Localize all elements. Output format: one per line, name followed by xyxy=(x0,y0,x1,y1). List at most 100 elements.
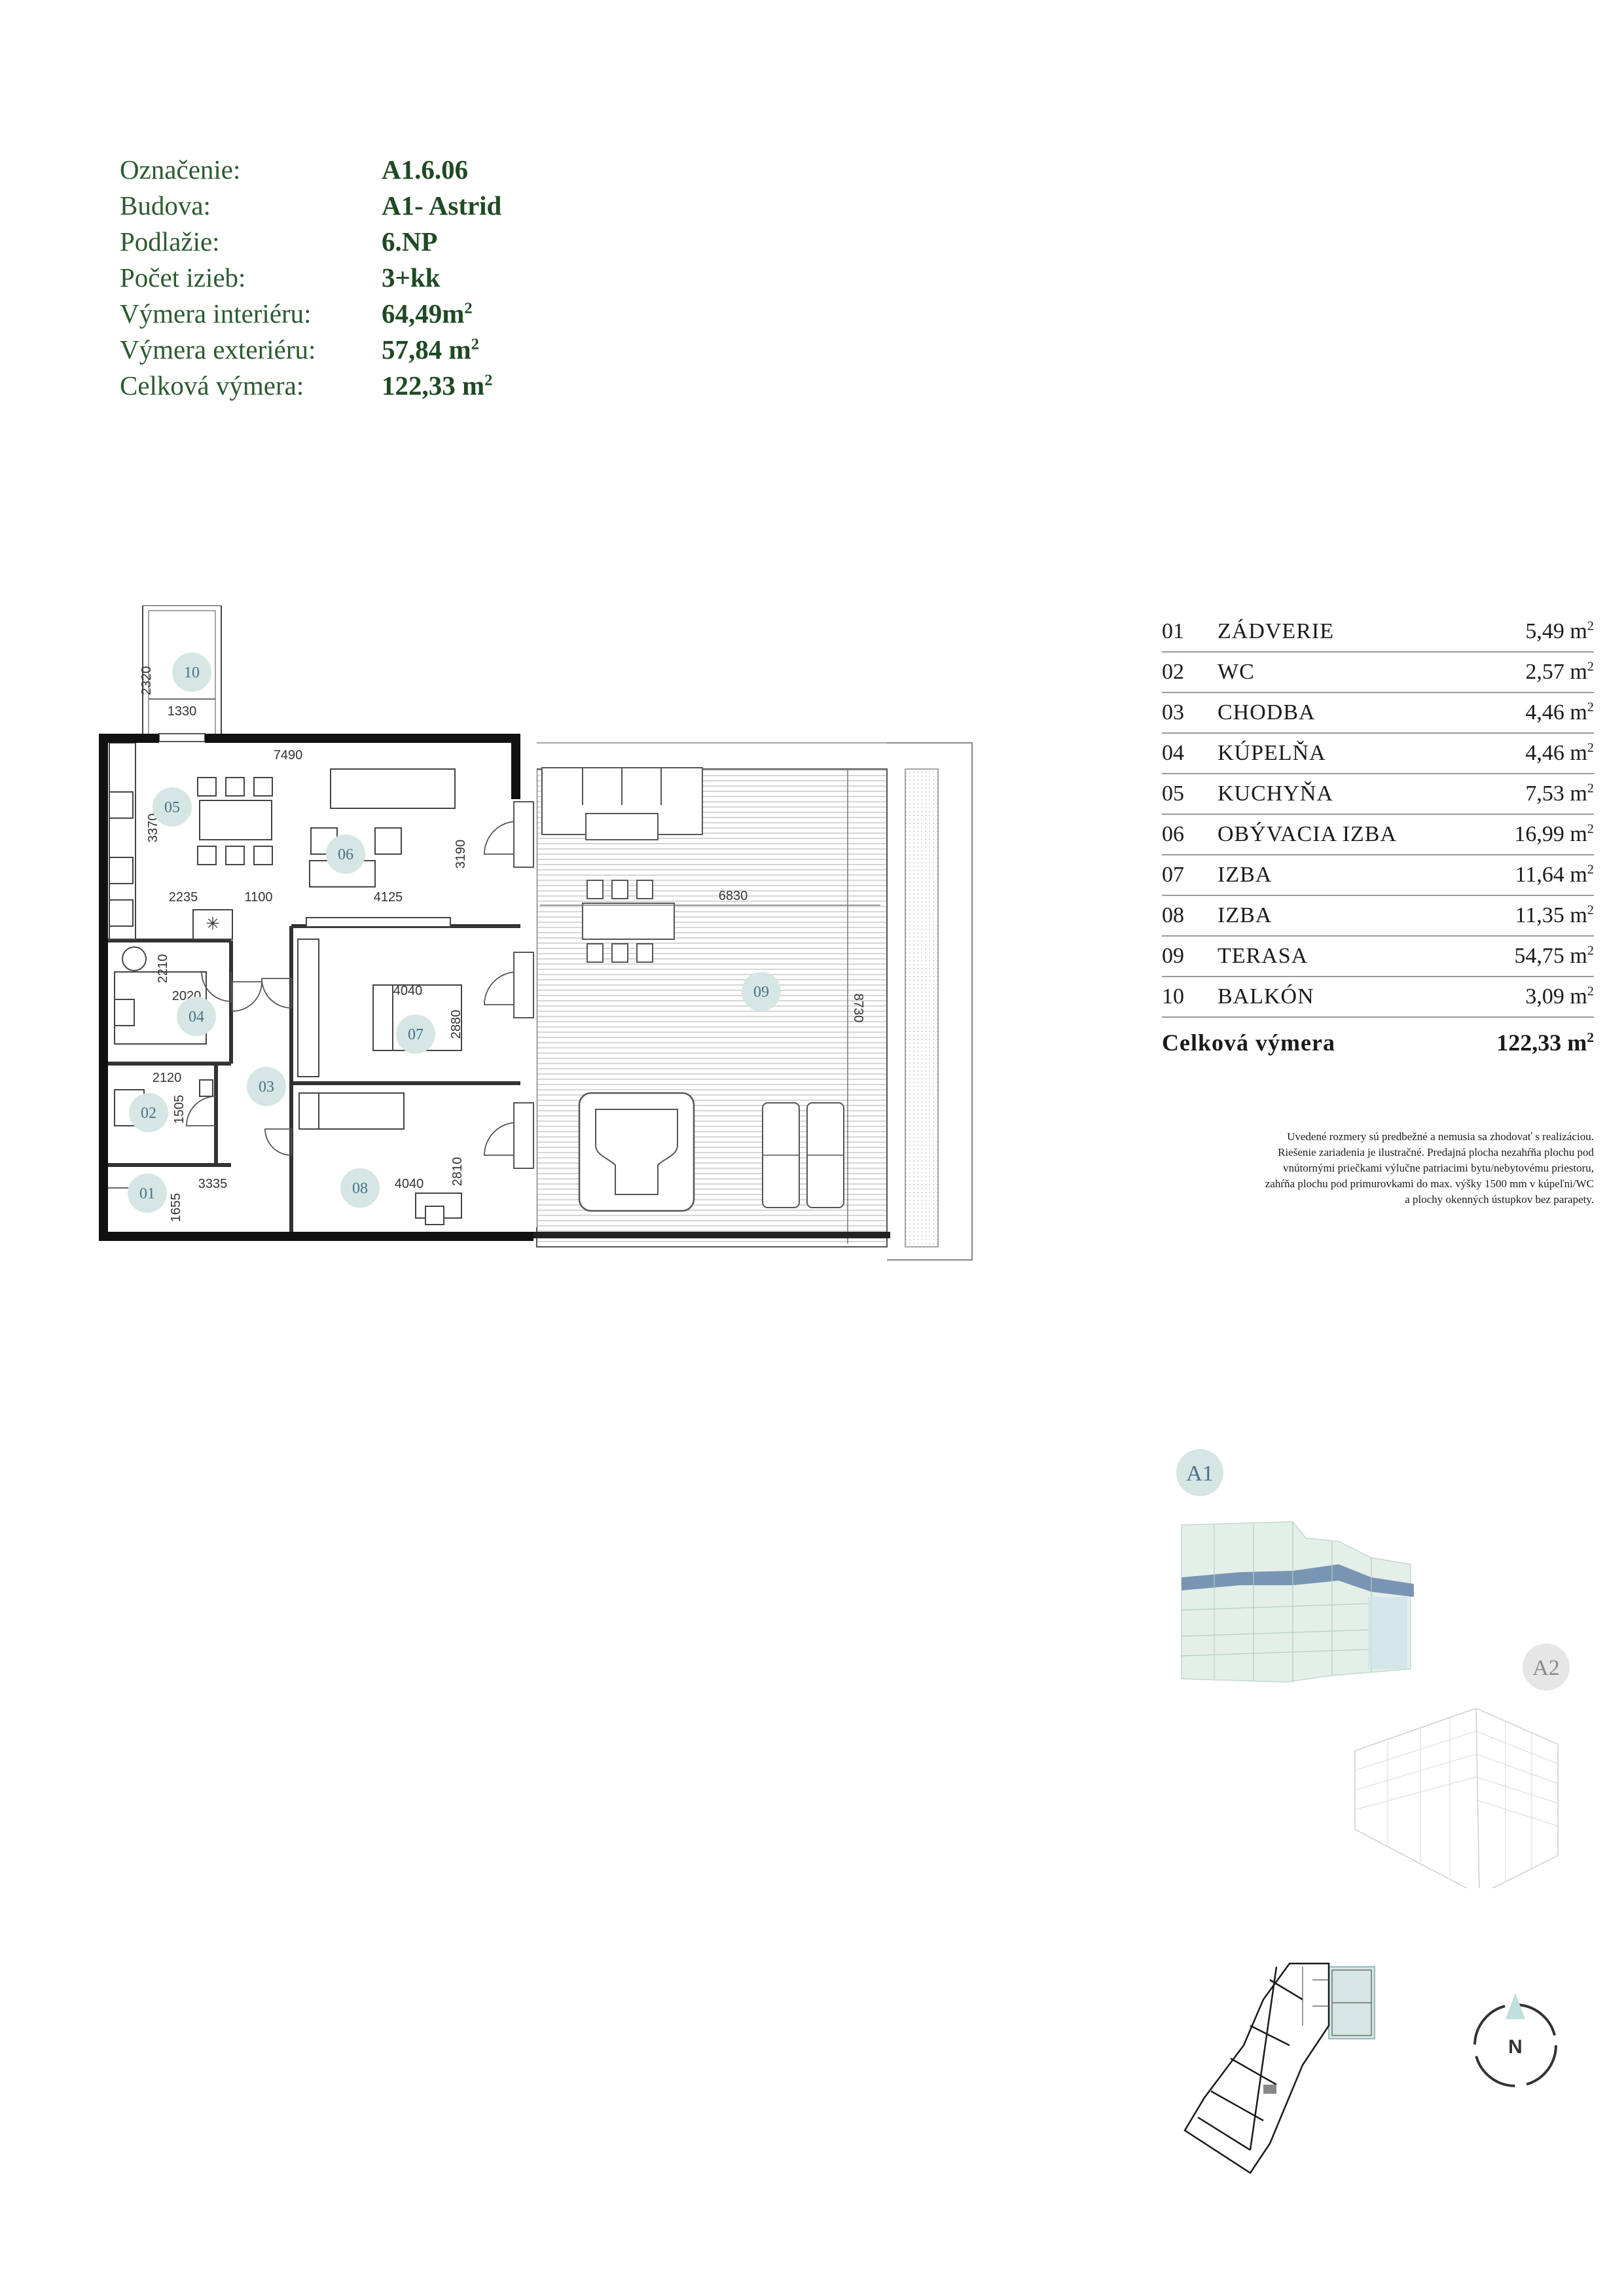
info-value-text: 57,84 m xyxy=(382,334,471,365)
dim-2210: 2210 xyxy=(156,954,170,984)
room-number: 09 xyxy=(1162,944,1184,968)
dim-4125: 4125 xyxy=(374,890,403,905)
fan-icon: ✳ xyxy=(206,914,220,933)
note-line: zahŕňa plochu pod primurovkami do max. v… xyxy=(1265,1177,1594,1190)
room-area-text: 2,57 m xyxy=(1525,660,1587,684)
room-number: 01 xyxy=(1162,619,1184,643)
dim-4040-b: 4040 xyxy=(395,1177,424,1191)
info-value-sup: 2 xyxy=(484,371,493,389)
room-area: 4,46 m2 xyxy=(1489,741,1594,766)
info-label: Výmera interiéru: xyxy=(120,298,312,329)
info-row: Budova: A1- Astrid xyxy=(120,188,501,224)
note-line: vnútornými priečkami výlučne patriacimi … xyxy=(1283,1162,1594,1174)
info-row: Výmera exteriéru: 57,84 m2 xyxy=(120,332,501,368)
info-row: Počet izieb:3+kk xyxy=(120,260,501,296)
dim-1330: 1330 xyxy=(168,704,197,719)
total-value: 122,33 m2 xyxy=(1496,1029,1594,1056)
room-area: 7,53 m2 xyxy=(1489,781,1594,806)
room-area-text: 16,99 m xyxy=(1514,822,1587,846)
dim-2880: 2880 xyxy=(449,1010,463,1039)
room-area: 11,35 m2 xyxy=(1489,903,1594,928)
room-area: 5,49 m2 xyxy=(1489,619,1594,644)
dim-2235: 2235 xyxy=(169,890,198,905)
bedroom-08-bed xyxy=(298,1092,462,1225)
info-value-text: 64,49m xyxy=(382,298,465,329)
info-label: Výmera exteriéru: xyxy=(120,334,316,365)
dim-3335: 3335 xyxy=(198,1177,228,1191)
living-furniture xyxy=(306,768,456,927)
dim-2120: 2120 xyxy=(153,1071,182,1085)
room-number: 07 xyxy=(1162,863,1184,887)
room-label-06: 06 xyxy=(338,846,353,863)
terrace xyxy=(536,742,973,1261)
note-line: a plochy okenných ústupkov bez parapety. xyxy=(1405,1193,1594,1206)
room-number: 06 xyxy=(1162,822,1184,846)
building-a2-badge xyxy=(1523,1643,1570,1691)
room-label-09: 09 xyxy=(753,984,769,1001)
room-area-text: 4,46 m xyxy=(1525,700,1587,725)
room-label-05: 05 xyxy=(164,799,180,816)
info-value: A1.6.06 xyxy=(382,154,469,185)
dim-2810: 2810 xyxy=(450,1157,465,1187)
room-area-text: 54,75 m xyxy=(1514,944,1587,968)
room-label-04: 04 xyxy=(189,1009,204,1026)
kitchen-dining xyxy=(197,777,273,865)
room-area-sup: 2 xyxy=(1587,862,1594,877)
dim-1505: 1505 xyxy=(172,1095,187,1124)
info-row: Označenie:A1.6.06 xyxy=(120,152,501,188)
room-name: IZBA xyxy=(1218,903,1272,927)
info-value: 6.NP xyxy=(382,226,438,257)
room-label-02: 02 xyxy=(141,1105,156,1122)
dim-8730: 8730 xyxy=(851,994,865,1023)
building-a1-illustration: A1 xyxy=(1176,1449,1414,1683)
room-area-text: 7,53 m xyxy=(1525,781,1587,806)
info-value-sup: 2 xyxy=(464,299,473,317)
info-row: Výmera interiéru: 64,49m2 xyxy=(120,296,501,332)
room-area-sup: 2 xyxy=(1587,619,1594,634)
room-number: 04 xyxy=(1162,741,1184,765)
room-name: IZBA xyxy=(1218,863,1272,887)
dim-1100: 1100 xyxy=(244,890,272,905)
info-value: A1- Astrid xyxy=(382,190,502,221)
room-area: 11,64 m2 xyxy=(1489,863,1594,888)
info-value-sup: 2 xyxy=(471,335,479,353)
total-value-text: 122,33 m xyxy=(1496,1029,1587,1056)
info-row: Podlažie:6.NP xyxy=(120,224,501,260)
note-line: Uvedené rozmery sú predbežné a nemusia s… xyxy=(1287,1130,1594,1143)
room-area-sup: 2 xyxy=(1587,943,1594,958)
building-a2-label: A2 xyxy=(1532,1656,1560,1680)
room-area-sup: 2 xyxy=(1587,659,1594,674)
table-row: 07 IZBA 11,64 m2 xyxy=(1162,855,1594,896)
floor-plan: ✳ xyxy=(99,605,973,1261)
room-area-text: 5,49 m xyxy=(1525,619,1587,643)
room-number: 08 xyxy=(1162,903,1184,927)
room-area: 4,46 m2 xyxy=(1489,700,1594,725)
info-label: Počet izieb: xyxy=(120,262,246,293)
building-a2-illustration: A2 xyxy=(1354,1643,1570,1888)
room-label-03: 03 xyxy=(259,1079,274,1096)
room-area-text: 11,64 m xyxy=(1515,863,1587,887)
room-label-10: 10 xyxy=(184,664,200,681)
room-name: BALKÓN xyxy=(1218,984,1314,1009)
dim-4040-a: 4040 xyxy=(393,984,423,998)
dim-3190: 3190 xyxy=(454,840,468,869)
dim-6830: 6830 xyxy=(719,889,748,903)
info-label: Budova: xyxy=(120,190,211,221)
dim-2320: 2320 xyxy=(139,666,154,696)
compass: N xyxy=(1473,1993,1557,2087)
site-plan xyxy=(1183,1962,1375,2174)
table-row: 08 IZBA 11,35 m2 xyxy=(1162,896,1594,937)
room-area-sup: 2 xyxy=(1587,781,1594,796)
room-number: 02 xyxy=(1162,660,1184,684)
info-value: 64,49m2 xyxy=(382,296,473,332)
dim-1655: 1655 xyxy=(169,1193,183,1223)
room-label-01: 01 xyxy=(139,1185,155,1202)
